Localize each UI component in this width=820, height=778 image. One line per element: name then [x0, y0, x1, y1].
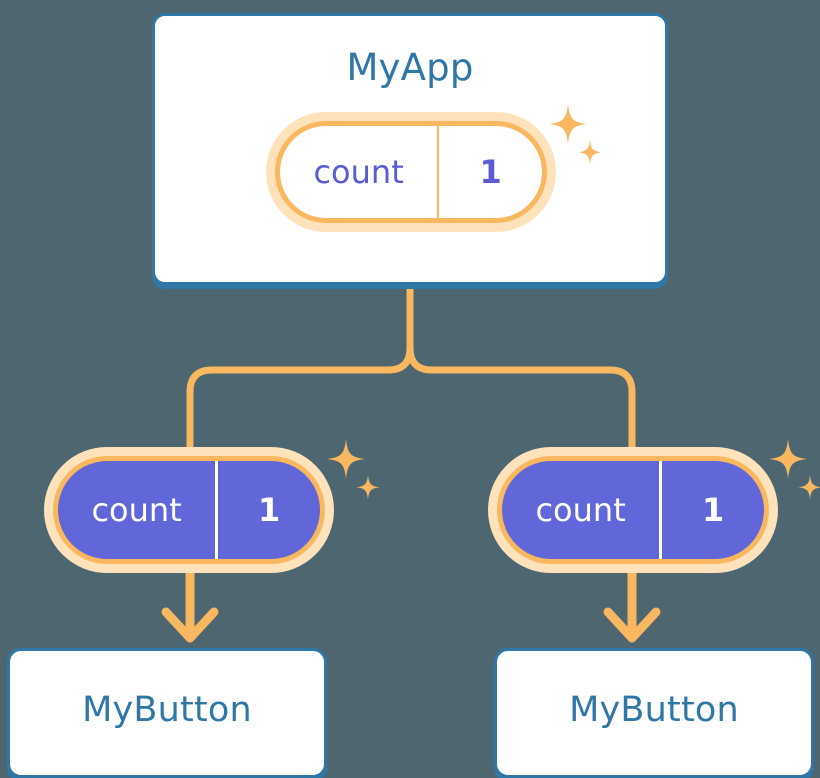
- state-pill-myapp[interactable]: count 1: [266, 112, 556, 232]
- state-pill-key: count: [91, 491, 182, 529]
- mybutton-card-left[interactable]: MyButton: [7, 648, 327, 778]
- myapp-card-title: MyApp: [346, 46, 474, 89]
- state-pill-key: count: [535, 491, 626, 529]
- state-flow-arrow: [161, 567, 661, 643]
- state-pill-value: 1: [659, 461, 764, 559]
- mybutton-card-title: MyButton: [82, 689, 252, 730]
- state-pill-inner: count 1: [502, 461, 764, 559]
- state-pill-child-right[interactable]: count 1: [488, 447, 778, 573]
- state-pill-child-left[interactable]: count 1: [44, 447, 334, 573]
- state-pill-value: 1: [437, 126, 542, 218]
- mybutton-card-right[interactable]: MyButton: [494, 648, 814, 778]
- state-propagation-tree: [186, 282, 636, 456]
- state-pill-key: count: [313, 153, 404, 191]
- mybutton-card-title: MyButton: [569, 689, 739, 730]
- state-pill-value: 1: [215, 461, 320, 559]
- state-pill-inner: count 1: [58, 461, 320, 559]
- state-pill-inner: count 1: [280, 126, 542, 218]
